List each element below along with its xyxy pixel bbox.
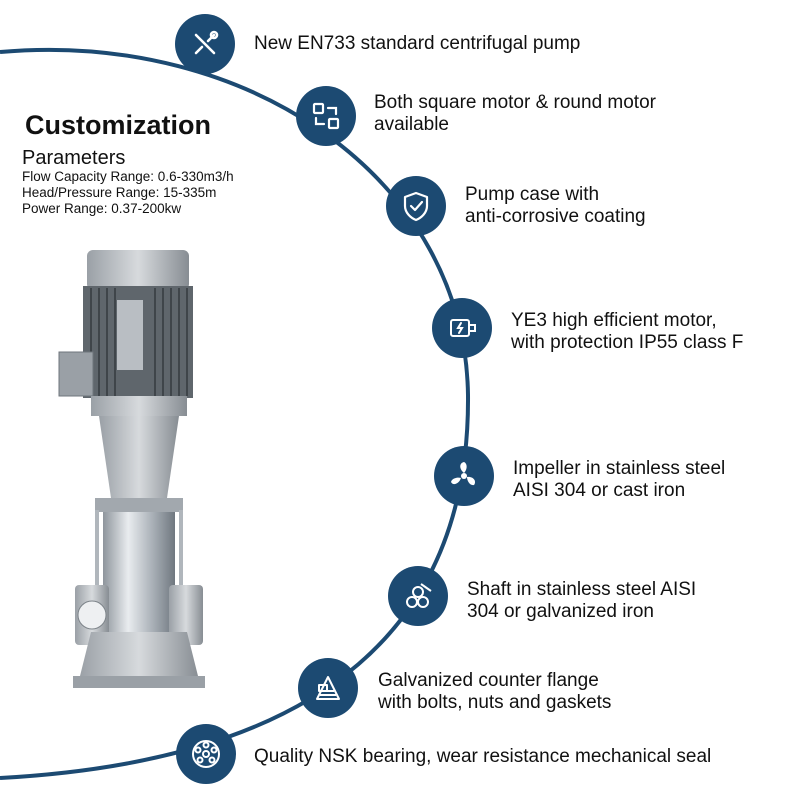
- feature-1-line-1: Both square motor & round motor: [374, 92, 656, 113]
- feature-2-icon: [386, 176, 446, 236]
- customization-panel: Customization Parameters Flow Capacity R…: [22, 110, 234, 217]
- shield-check-icon: [403, 191, 429, 222]
- feature-3-line-1: YE3 high efficient motor,: [511, 310, 717, 331]
- feature-7-text: Quality NSK bearing, wear resistance mec…: [254, 746, 711, 768]
- feature-6-icon: [298, 658, 358, 718]
- feature-5-text: Shaft in stainless steel AISI 304 or gal…: [467, 579, 696, 623]
- feature-2-line-2: anti-corrosive coating: [465, 206, 646, 227]
- param-head: Head/Pressure Range: 15-335m: [22, 185, 217, 200]
- feature-7-line-1: Quality NSK bearing, wear resistance mec…: [254, 746, 712, 767]
- feature-0-icon: [175, 14, 235, 74]
- motor-icon: [450, 319, 476, 337]
- feature-0-text: New EN733 standard centrifugal pump: [254, 33, 580, 55]
- param-flow: Flow Capacity Range: 0.6-330m3/h: [22, 169, 234, 184]
- feature-7-icon: [176, 724, 236, 784]
- feature-2-text: Pump case with anti-corrosive coating: [465, 184, 646, 228]
- page-title: Customization: [25, 110, 211, 140]
- pump-image: [58, 250, 205, 688]
- swap-icon: [312, 102, 340, 130]
- feature-6-line-2: with bolts, nuts and gaskets: [378, 692, 612, 713]
- feature-3-icon: [432, 298, 492, 358]
- feature-2-line-1: Pump case with: [465, 184, 600, 205]
- feature-1-text: Both square motor & round motor availabl…: [374, 92, 656, 136]
- feature-1-line-2: available: [374, 114, 449, 135]
- feature-5-line-2: 304 or galvanized iron: [467, 601, 654, 622]
- flange-icon: [316, 676, 340, 700]
- param-power: Power Range: 0.37-200kw: [22, 201, 182, 216]
- feature-4-line-1: Impeller in stainless steel: [513, 458, 726, 479]
- feature-3-text: YE3 high efficient motor, with protectio…: [511, 310, 743, 354]
- feature-5-icon: [388, 566, 448, 626]
- bearing-icon: [192, 740, 220, 768]
- feature-4-text: Impeller in stainless steel AISI 304 or …: [513, 458, 725, 502]
- impeller-icon: [451, 462, 476, 486]
- feature-6-line-1: Galvanized counter flange: [378, 670, 599, 691]
- feature-4-line-2: AISI 304 or cast iron: [513, 480, 686, 501]
- feature-3-line-2: with protection IP55 class F: [511, 332, 744, 353]
- feature-1-icon: [296, 86, 356, 146]
- parameters-heading: Parameters: [22, 147, 126, 169]
- feature-5-line-1: Shaft in stainless steel AISI: [467, 579, 697, 600]
- shaft-icon: [406, 583, 432, 608]
- feature-4-icon: [434, 446, 494, 506]
- tools-icon: [194, 30, 219, 55]
- feature-0-line-1: New EN733 standard centrifugal pump: [254, 33, 581, 54]
- feature-6-text: Galvanized counter flange with bolts, nu…: [378, 670, 611, 714]
